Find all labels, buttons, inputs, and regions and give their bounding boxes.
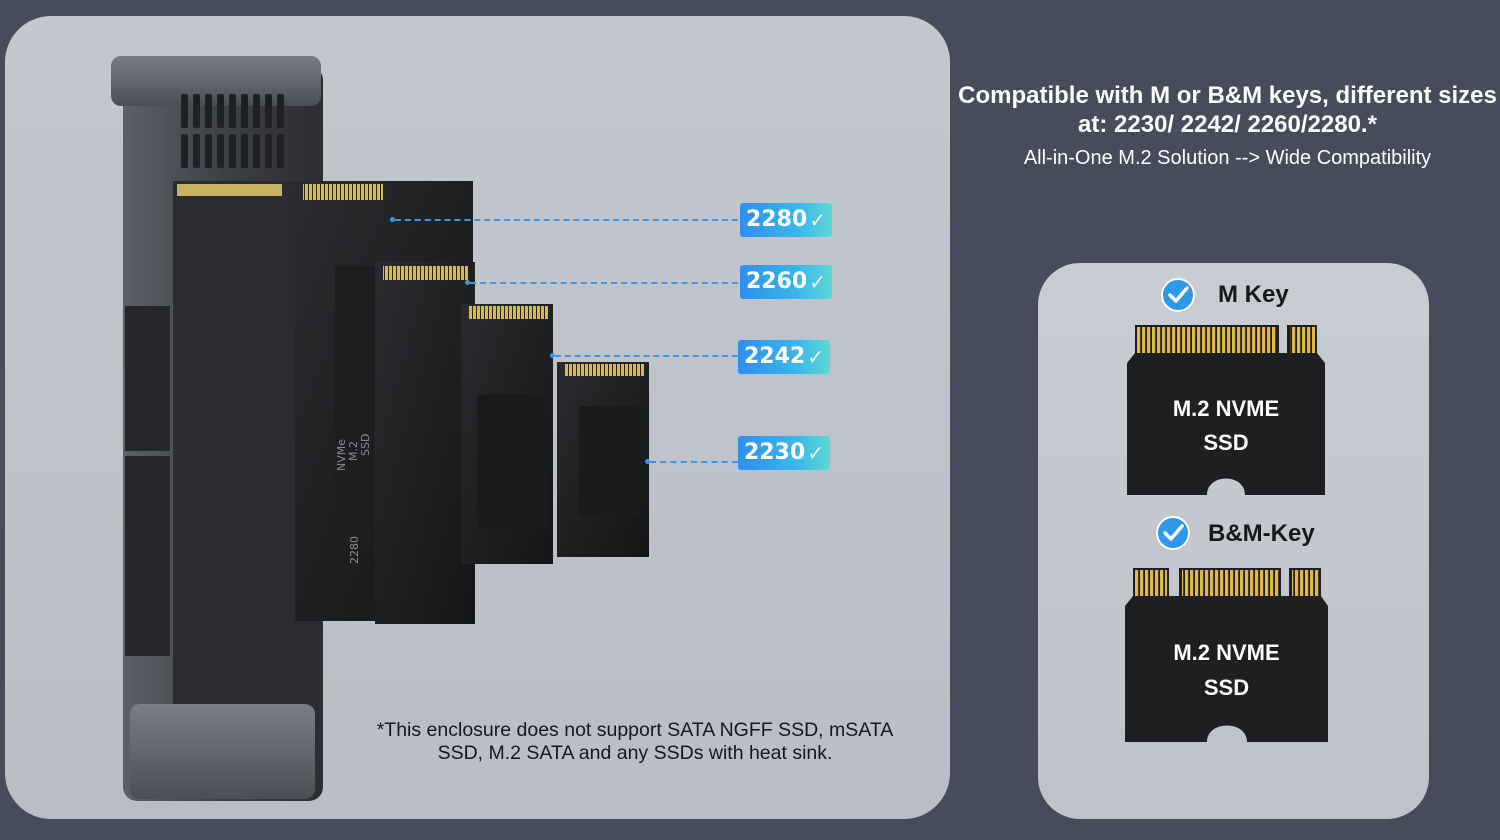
- check-badge-icon: [1161, 278, 1195, 312]
- ssd-interface-label: M.2: [347, 441, 360, 461]
- size-tag-2230: 2230 ✓: [738, 436, 830, 470]
- m-key-ssd-chip: [1127, 325, 1325, 495]
- compatibility-disclaimer: *This enclosure does not support SATA NG…: [376, 719, 894, 764]
- callout-line-2280: [395, 219, 738, 221]
- size-tag-2242: 2242 ✓: [738, 340, 830, 374]
- compatibility-subheading: All-in-One M.2 Solution --> Wide Compati…: [1023, 147, 1432, 169]
- bm-key-chip-line1: M.2 NVME: [1173, 640, 1280, 665]
- m-key-title: M Key: [1218, 281, 1289, 308]
- callout-line-2260: [470, 282, 738, 284]
- checkmark-icon: ✓: [807, 345, 824, 369]
- callout-line-2242: [555, 355, 738, 357]
- callout-dot-2260: [465, 280, 470, 285]
- checkmark-icon: ✓: [809, 208, 826, 232]
- checkmark-icon: ✓: [809, 270, 826, 294]
- bm-key-ssd-chip: [1125, 568, 1328, 742]
- size-tag-2280: 2280 ✓: [740, 203, 832, 237]
- compatibility-heading: Compatible with M or B&M keys, different…: [958, 82, 1497, 138]
- m-key-chip-line1: M.2 NVME: [1172, 396, 1280, 421]
- size-tag-label: 2242: [744, 344, 806, 369]
- callout-dot-2242: [550, 353, 555, 358]
- bm-key-title: B&M-Key: [1208, 520, 1315, 547]
- ssd-size-label: 2280: [348, 536, 361, 564]
- callout-dot-2230: [645, 459, 650, 464]
- callout-line-2230: [650, 461, 738, 463]
- m-key-chip-line2: SSD: [1203, 430, 1249, 455]
- check-badge-icon: [1156, 516, 1190, 550]
- size-tag-2260: 2260 ✓: [740, 265, 832, 299]
- ssd-kind-label: SSD: [359, 434, 372, 456]
- callout-dot-2280: [390, 217, 395, 222]
- product-panel: NVMe M.2 SSD 2280 2280 ✓ 2260 ✓ 2242 ✓ 2…: [5, 16, 950, 819]
- checkmark-icon: ✓: [807, 441, 824, 465]
- size-tag-label: 2230: [744, 440, 806, 465]
- bm-key-chip-line2: SSD: [1203, 675, 1250, 700]
- size-tag-label: 2280: [746, 207, 808, 232]
- ssd-enclosure-illustration: NVMe M.2 SSD 2280: [111, 56, 649, 801]
- size-tag-label: 2260: [746, 269, 808, 294]
- ssd-type-label: NVMe: [335, 439, 348, 471]
